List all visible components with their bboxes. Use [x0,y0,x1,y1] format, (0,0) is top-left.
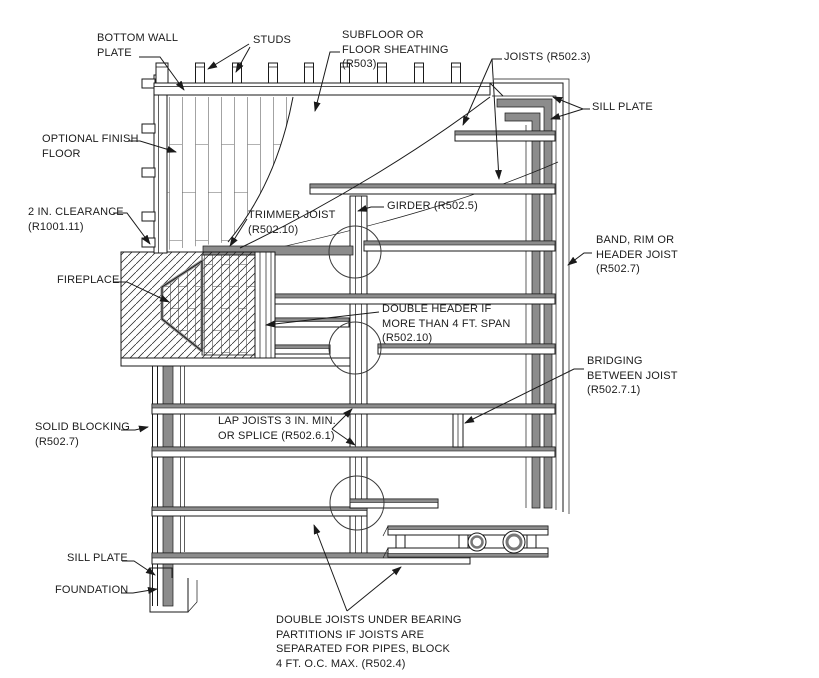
label-foundation: FOUNDATION [55,584,129,596]
sill-plate-bottom-member [150,567,173,578]
label-lap-joists: LAP JOISTS 3 IN. MIN. OR SPLICE (R502.6.… [218,415,336,442]
label-fireplace: FIREPLACE [57,274,120,286]
joist-row [151,506,368,517]
lap-callout-circle [329,475,385,531]
studs-group [155,62,461,84]
joist-row [377,343,556,355]
wall-and-plate [141,62,491,254]
bridging-block [452,413,464,448]
label-joists: JOISTS (R502.3) [504,51,591,63]
label-sill-plate-bottom: SILL PLATE [67,552,128,564]
label-double-joists: DOUBLE JOISTS UNDER BEARING PARTITIONS I… [276,614,462,670]
joist-row [151,403,556,415]
finish-floor-cut-edge [227,96,294,243]
joist-row [151,446,556,458]
double-header-member [254,251,276,359]
hearth-edge [120,357,351,367]
label-girder: GIRDER (R502.5) [387,200,478,212]
blocking-piece [395,534,406,549]
double-joist-detail [382,525,549,559]
label-clearance: 2 IN. CLEARANCE (R1001.11) [28,206,124,233]
label-trimmer-joist: TRIMMER JOIST (R502.10) [248,209,336,236]
joist-row [272,344,331,355]
finish-floor-planks [167,97,293,250]
subfloor-cut-edge-lower [267,161,559,251]
left-wall [153,74,168,254]
lap-callout-circle [328,321,382,375]
lap-callout-circle [328,225,382,279]
subfloor-cut-edge-upper [239,96,491,249]
label-double-header: DOUBLE HEADER IF MORE THAN 4 FT. SPAN (R… [382,303,511,344]
trimmer-joist-band [202,245,354,256]
wall-stud-block [141,211,156,222]
label-bottom-wall-plate: BOTTOM WALL PLATE [97,32,179,59]
foundation-wall-column [152,365,185,607]
joist-row [349,498,439,509]
wall-stud-block [141,167,156,178]
label-band-rim-header-joist: BAND, RIM OR HEADER JOIST (R502.7) [596,234,678,275]
joist-row [309,183,556,195]
blocking-piece [526,534,537,549]
label-bridging: BRIDGING BETWEEN JOIST (R502.7.1) [587,355,678,396]
label-studs: STUDS [253,34,292,46]
leader-lines [113,43,592,612]
fireplace-block [120,251,351,367]
blocking-piece [458,534,469,549]
label-optional-finish-floor: OPTIONAL FINISH FLOOR [42,133,139,160]
wall-stud-block [141,123,156,134]
label-subfloor: SUBFLOOR OR FLOOR SHEATHING (R503) [342,29,449,70]
label-sill-plate-right: SILL PLATE [592,101,653,113]
label-solid-blocking: SOLID BLOCKING (R502.7) [35,421,131,448]
joist-row [363,240,556,252]
joists-group [151,130,556,565]
joist-row [454,130,556,142]
wall-stud-block [141,78,156,89]
fireplace-brick-face [201,254,256,356]
